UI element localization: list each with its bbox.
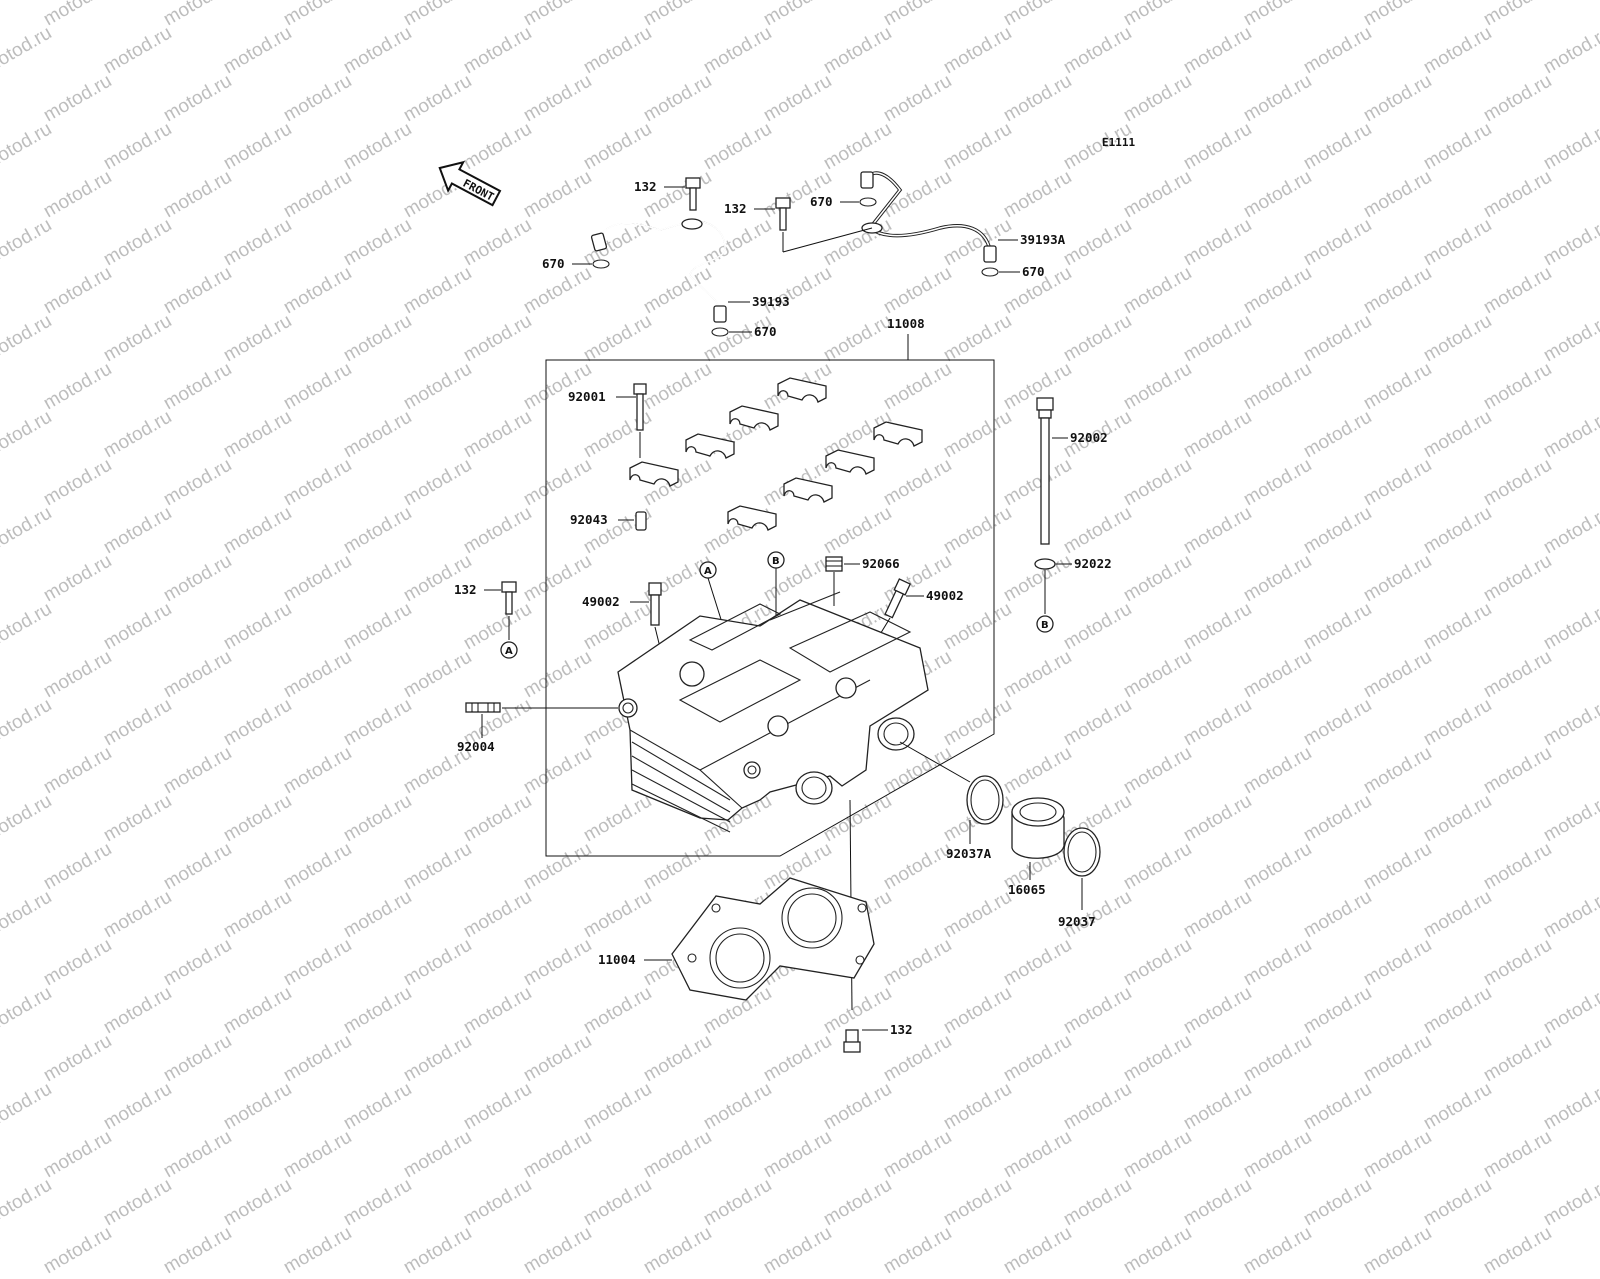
callout-39193: 39193 <box>752 294 790 309</box>
bolt-132-bottom <box>843 1029 861 1053</box>
watermark-text: motod.ru <box>160 1222 236 1279</box>
callout-670-pipe-bottom: 670 <box>754 324 777 339</box>
svg-text:A: A <box>505 646 513 657</box>
oring-670-tl <box>592 259 610 269</box>
callout-39193a: 39193A <box>1020 232 1066 247</box>
callout-92037: 92037 <box>1058 914 1096 929</box>
carburetor-holder-16065 <box>1011 797 1065 859</box>
watermark-text: motod.ru <box>400 1222 476 1279</box>
callout-92001: 92001 <box>568 389 606 404</box>
callout-92022: 92022 <box>1074 556 1112 571</box>
cap-bolt-92001 <box>633 383 647 431</box>
callout-132-pipe-left: 132 <box>634 179 657 194</box>
watermark-text: motod.ru <box>1000 1222 1076 1279</box>
washer-92022 <box>1034 558 1056 570</box>
ref-marker-a-left: A <box>500 641 518 659</box>
callout-16065: 16065 <box>1008 882 1046 897</box>
callout-132-pipe-mid: 132 <box>724 201 747 216</box>
clamp-92037 <box>1063 827 1101 877</box>
ref-marker-b-top: B <box>767 551 785 569</box>
watermark-text: motod.ru <box>40 1222 116 1279</box>
oring-670-pipe-bottom <box>711 327 729 337</box>
callout-11008: 11008 <box>887 316 925 331</box>
oring-670-mid-top <box>859 197 877 207</box>
watermark-text: motod.ru <box>880 1222 956 1279</box>
cylinder-head <box>617 591 929 833</box>
callout-92043: 92043 <box>570 512 608 527</box>
dowel-pin-92043 <box>635 511 647 531</box>
stud-92004 <box>465 702 501 713</box>
watermark-text: motod.ru <box>520 1222 596 1279</box>
cylinder-head-parts-diagram: E1111 FRONT 132 670 39193 670 132 <box>438 136 1135 1053</box>
ref-marker-b-right: B <box>1036 615 1054 633</box>
callout-92004: 92004 <box>457 739 495 754</box>
stud-bolt-92002 <box>1036 397 1054 545</box>
callout-92066: 92066 <box>862 556 900 571</box>
ref-marker-a-top: A <box>699 561 717 579</box>
callout-670-mid-top: 670 <box>810 194 833 209</box>
clamp-92037a <box>966 775 1004 825</box>
watermark-text: motod.ru <box>760 1222 836 1279</box>
plug-49002-right <box>884 578 912 619</box>
callout-670-tl: 670 <box>542 256 565 271</box>
bolt-132-pipe-left <box>685 177 701 211</box>
oil-pipe-right <box>860 171 997 263</box>
camshaft-caps <box>629 377 923 531</box>
bolt-132-left <box>501 581 517 615</box>
front-arrow-icon: FRONT <box>438 160 502 207</box>
svg-text:B: B <box>1041 620 1049 631</box>
watermark-text: motod.ru <box>280 1222 356 1279</box>
oring-670-right <box>981 267 999 277</box>
callout-92037a: 92037A <box>946 846 992 861</box>
callout-92002: 92002 <box>1070 430 1108 445</box>
callout-49002-right: 49002 <box>926 588 964 603</box>
bolt-132-pipe-mid <box>775 197 791 231</box>
watermark-text: motod.ru <box>640 1222 716 1279</box>
callout-49002-left: 49002 <box>582 594 620 609</box>
oil-pipe-left <box>590 218 727 323</box>
watermark-text: motod.ru <box>1240 1222 1316 1279</box>
plug-49002-left <box>648 582 662 626</box>
svg-text:B: B <box>772 556 780 567</box>
watermark-text: motod.ru <box>1480 1222 1556 1279</box>
cylinder-head-assembly-frame <box>545 334 995 857</box>
diagram-code: E1111 <box>1102 136 1135 149</box>
watermark-text: motod.ru <box>1360 1222 1436 1279</box>
head-gasket-11004 <box>671 877 875 1001</box>
plug-92066 <box>825 556 843 572</box>
callout-11004: 11004 <box>598 952 636 967</box>
callout-132-left: 132 <box>454 582 477 597</box>
callout-132-bottom: 132 <box>890 1022 913 1037</box>
svg-text:A: A <box>704 566 712 577</box>
callout-670-right: 670 <box>1022 264 1045 279</box>
watermark-text: motod.ru <box>1120 1222 1196 1279</box>
